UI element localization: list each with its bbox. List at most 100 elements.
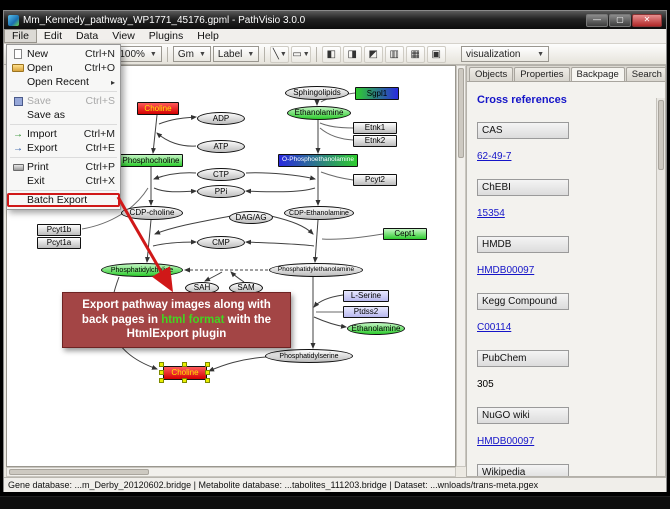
pathway-node-dag-ag[interactable]: DAG/AG: [229, 211, 273, 224]
minimize-button[interactable]: —: [586, 13, 608, 27]
pathway-node-etnk2[interactable]: Etnk2: [353, 135, 397, 147]
menu-item-shortcut: Ctrl+O: [84, 62, 115, 74]
xref-value-nugo-wiki[interactable]: HMDB00097: [477, 436, 535, 447]
selection-handle[interactable]: [205, 362, 210, 367]
pathway-node-adp[interactable]: ADP: [197, 112, 245, 125]
selection-handle[interactable]: [182, 362, 187, 367]
xref-value-chebi[interactable]: 15354: [477, 208, 505, 219]
pathway-node-sphingolipids[interactable]: Sphingolipids: [285, 86, 349, 100]
menu-view[interactable]: View: [112, 30, 135, 42]
tab-search[interactable]: Search: [625, 67, 665, 81]
menu-item-label: Open: [27, 62, 53, 74]
align-tool-icon-5[interactable]: ▣: [426, 45, 446, 63]
zoom-select[interactable]: 100%▼: [114, 46, 162, 62]
align-tool-icon-2[interactable]: ◩: [363, 45, 383, 63]
close-button[interactable]: ✕: [632, 13, 662, 27]
xref-value-kegg-compound[interactable]: C00114: [477, 322, 512, 333]
xref-header-kegg-compound: Kegg Compound: [477, 293, 569, 310]
pathway-node-pcyt1b[interactable]: Pcyt1b: [37, 224, 81, 236]
pathway-node-pcyt2[interactable]: Pcyt2: [353, 174, 397, 186]
tab-objects[interactable]: Objects: [469, 67, 514, 81]
selection-handle[interactable]: [159, 370, 164, 375]
xref-value-hmdb[interactable]: HMDB00097: [477, 265, 535, 276]
line-tool-button[interactable]: ╲▼: [270, 45, 290, 63]
menu-item-icon-slot: [11, 142, 25, 154]
line-tool-icon: ╲: [272, 48, 279, 60]
file-menu-item-open[interactable]: Open Ctrl+O: [7, 61, 120, 75]
align-tool-icon-0[interactable]: ◧: [321, 45, 341, 63]
scrollbar-thumb[interactable]: [9, 469, 149, 475]
menu-item-label: Save as: [27, 109, 65, 121]
xref-value-cas[interactable]: 62-49-7: [477, 151, 512, 162]
align-tool-icon-4[interactable]: ▦: [405, 45, 425, 63]
menu-item-icon-slot: [11, 64, 25, 72]
pathway-node-ctp[interactable]: CTP: [197, 168, 245, 181]
menu-plugins[interactable]: Plugins: [148, 30, 184, 42]
pathway-node-ethanolamine[interactable]: Ethanolamine: [347, 322, 405, 335]
annotation-text-after: with the HtmlExport plugin: [126, 313, 272, 341]
canvas-horizontal-scrollbar[interactable]: [6, 467, 456, 477]
panel-scrollbar[interactable]: [656, 98, 665, 476]
pathway-node-atp[interactable]: ATP: [197, 140, 245, 153]
pathway-node-cmp[interactable]: CMP: [197, 236, 245, 249]
pathway-node-phosphatidylserine[interactable]: Phosphatidylserine: [265, 349, 353, 363]
menu-item-label: Export: [27, 142, 58, 154]
pathway-node-cept1[interactable]: Cept1: [383, 228, 427, 240]
file-menu-item-save-as[interactable]: Save as: [7, 108, 120, 122]
pathway-node-phosphocholine[interactable]: Phosphocholine: [119, 154, 183, 167]
scrollbar-thumb[interactable]: [658, 100, 664, 170]
pathway-node-ppi[interactable]: PPi: [197, 185, 245, 198]
selection-handle[interactable]: [182, 378, 187, 383]
pathway-edges: [81, 92, 384, 372]
selection-handle[interactable]: [159, 362, 164, 367]
tab-backpage[interactable]: Backpage: [570, 67, 625, 81]
import-icon: [13, 128, 23, 140]
menu-edit[interactable]: Edit: [43, 30, 63, 42]
visualization-select[interactable]: visualization▼: [461, 46, 549, 62]
label-tool-select[interactable]: Label▼: [212, 46, 260, 62]
maximize-button[interactable]: ▢: [609, 13, 631, 27]
shape-tool-button[interactable]: ▭▼: [291, 45, 311, 63]
chevron-down-icon: ▼: [149, 50, 157, 58]
selection-handle[interactable]: [205, 370, 210, 375]
pathway-node-phosphatidylethanolamine[interactable]: Phosphatidylethanolamine: [269, 263, 363, 277]
file-menu-item-batch-export[interactable]: Batch Export: [7, 193, 120, 207]
selection-handle[interactable]: [205, 378, 210, 383]
selection-handle[interactable]: [159, 378, 164, 383]
pathway-node-etnk1[interactable]: Etnk1: [353, 122, 397, 134]
menu-data[interactable]: Data: [76, 30, 99, 42]
app-icon: [8, 14, 19, 26]
pathway-node-ptdss2[interactable]: Ptdss2: [343, 306, 389, 318]
pathway-node-l-serine[interactable]: L-Serine: [343, 290, 389, 302]
align-tool-icon-1[interactable]: ◨: [342, 45, 362, 63]
file-menu-item-open-recent[interactable]: Open Recent▸: [7, 75, 120, 89]
pathway-node-choline[interactable]: Choline: [137, 102, 179, 115]
tab-properties[interactable]: Properties: [514, 67, 570, 81]
menu-item-shortcut: Ctrl+P: [85, 161, 115, 173]
canvas-vertical-scrollbar[interactable]: [456, 65, 466, 467]
annotation-highlight: html format: [161, 313, 225, 326]
pathway-node-cdp-choline[interactable]: CDP-choline: [121, 206, 183, 220]
pathway-node-phosphatidylcholine[interactable]: Phosphatidylcholine: [101, 263, 183, 277]
xref-value-pubchem: 305: [477, 379, 494, 390]
pathway-node-cdp-ethanolamine[interactable]: CDP-Ethanolamine: [284, 206, 354, 220]
menu-help[interactable]: Help: [197, 30, 219, 42]
pathway-node-pcyt1a[interactable]: Pcyt1a: [37, 237, 81, 249]
new-element-select[interactable]: Gm▼: [172, 46, 211, 62]
pathway-node-ethanolamine[interactable]: Ethanolamine: [287, 106, 351, 120]
menu-item-icon-slot: [11, 163, 25, 171]
pathway-node-o-phosphoethanolamine[interactable]: O-Phosphoethanolamine: [278, 154, 358, 167]
scrollbar-thumb[interactable]: [458, 68, 464, 158]
align-tool-icon-3[interactable]: ▥: [384, 45, 404, 63]
menu-file[interactable]: File: [4, 29, 37, 43]
pathway-node-sgpl1[interactable]: Sgpl1: [355, 87, 399, 100]
chevron-down-icon: ▼: [279, 50, 287, 58]
side-panel-tabs: ObjectsPropertiesBackpageSearchLegend: [467, 66, 665, 82]
